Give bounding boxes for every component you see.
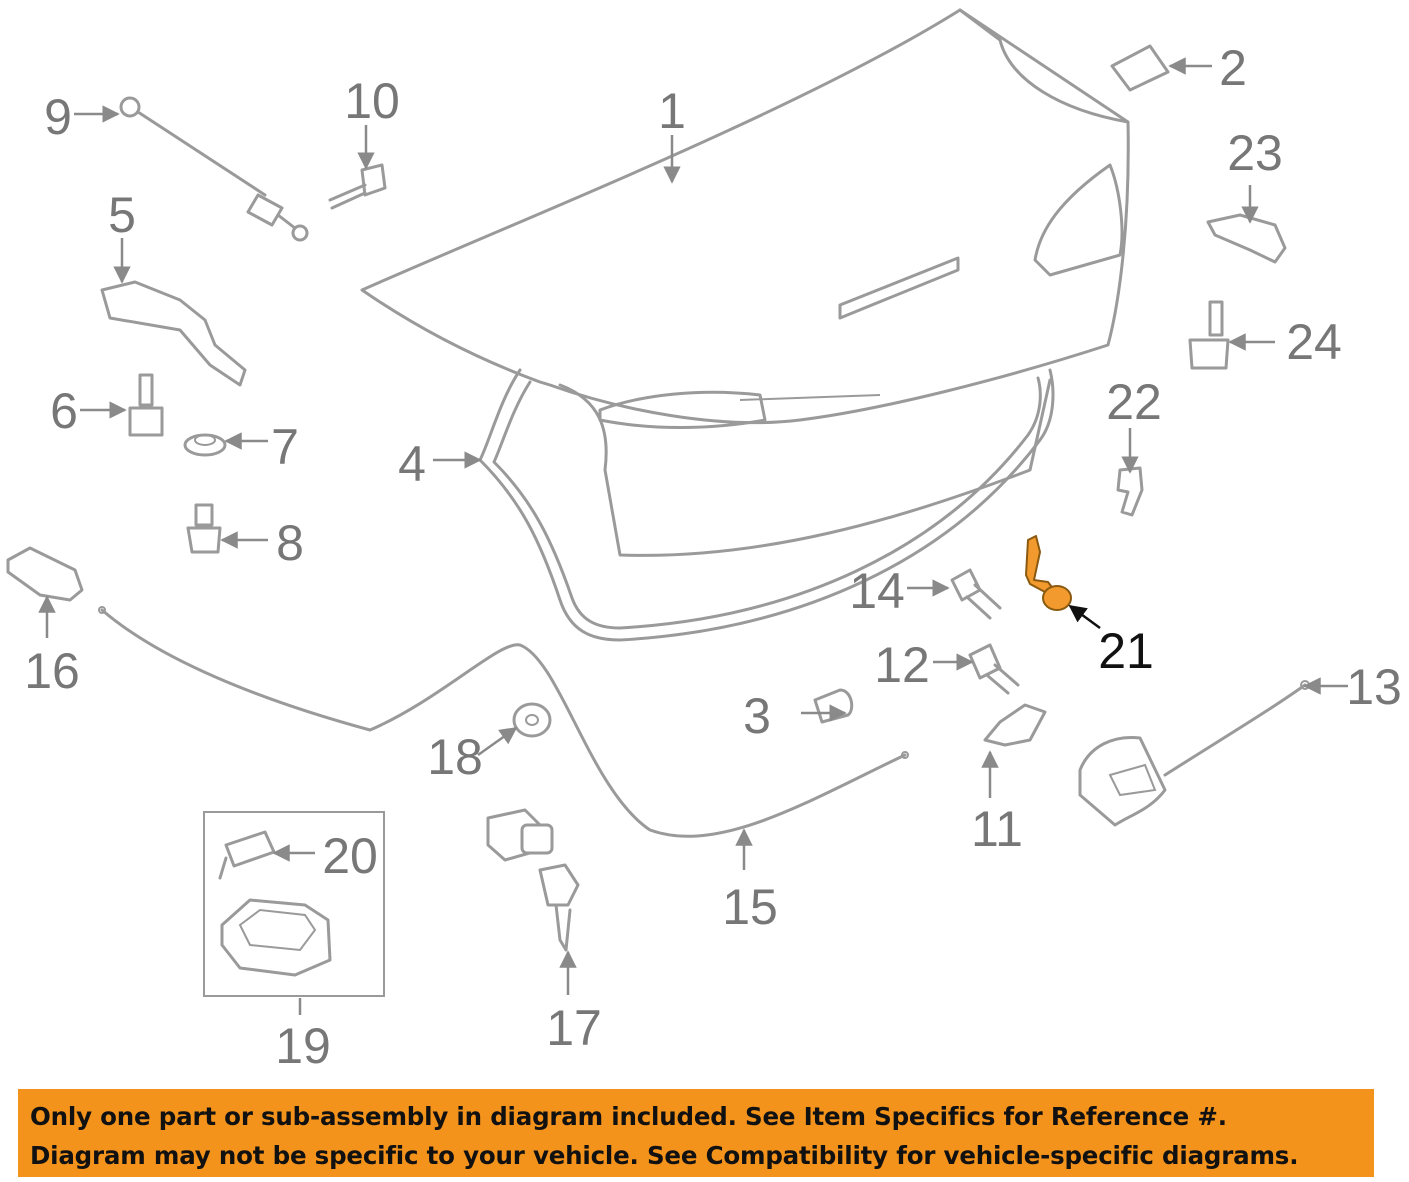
callout-21: 21	[1098, 623, 1154, 679]
notice-line-2: Diagram may not be specific to your vehi…	[30, 1141, 1299, 1170]
cap	[813, 688, 854, 724]
grommet	[512, 702, 552, 738]
release-handle	[6, 546, 84, 602]
callout-labels: 1 2 3 4 5 6 7 8 9 10 11 12 13 14 15 16 1…	[24, 40, 1402, 1074]
bolt	[968, 643, 1020, 695]
callout-24: 24	[1286, 314, 1342, 370]
callout-15: 15	[722, 879, 778, 935]
hinge	[100, 280, 247, 387]
callout-20: 20	[322, 828, 378, 884]
release-cable	[98, 606, 909, 838]
callout-16: 16	[24, 643, 80, 699]
callout-14: 14	[849, 563, 905, 619]
latch-switch	[983, 703, 1047, 747]
bracket	[1206, 213, 1287, 264]
callout-2: 2	[1219, 40, 1247, 96]
callout-17: 17	[546, 1000, 602, 1056]
bolt	[128, 373, 164, 437]
callout-5: 5	[108, 187, 136, 243]
callout-9: 9	[44, 89, 72, 145]
callout-3: 3	[743, 688, 771, 744]
notice-line-1: Only one part or sub-assembly in diagram…	[30, 1102, 1227, 1131]
callout-4: 4	[398, 436, 426, 492]
callout-8: 8	[276, 515, 304, 571]
parts-diagram: 1 2 3 4 5 6 7 8 9 10 11 12 13 14 15 16 1…	[6, 8, 1402, 1074]
callout-7: 7	[271, 419, 299, 475]
callout-23: 23	[1227, 125, 1283, 181]
callout-12: 12	[874, 637, 930, 693]
notice-banner: Only one part or sub-assembly in diagram…	[18, 1089, 1374, 1177]
pad	[1110, 44, 1170, 92]
callout-10: 10	[344, 73, 400, 129]
leader-lines	[38, 57, 1348, 1015]
callout-11: 11	[971, 801, 1023, 857]
callout-19: 19	[275, 1018, 331, 1074]
trunk-lid	[360, 8, 1130, 557]
highlighted-part-21	[1025, 535, 1072, 611]
callout-22: 22	[1106, 374, 1162, 430]
callout-13: 13	[1346, 659, 1402, 715]
gas-strut	[119, 96, 309, 242]
lock-actuator	[1078, 680, 1310, 827]
bolt	[1188, 300, 1230, 370]
bolt	[328, 163, 387, 210]
callout-18: 18	[427, 729, 483, 785]
bumper	[186, 503, 222, 554]
clip	[1116, 466, 1144, 517]
bolt	[950, 568, 1002, 620]
callout-1: 1	[658, 83, 686, 139]
nut	[183, 433, 227, 457]
callout-6: 6	[50, 383, 78, 439]
lock-cylinder	[486, 808, 580, 952]
